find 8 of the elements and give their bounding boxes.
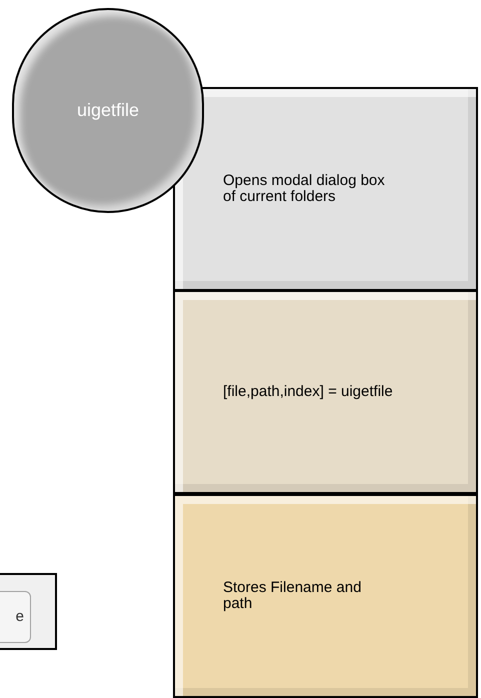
node-text: Stores Filename and path — [223, 580, 362, 612]
process-box — [173, 290, 478, 494]
node-text: [file,path,index] = uigetfile — [223, 384, 393, 400]
process-box — [173, 87, 478, 291]
node-label: uigetfile — [76, 99, 140, 122]
node-text: Opens modal dialog box of current folders — [223, 173, 386, 205]
process-box — [173, 494, 478, 698]
push-button: e — [0, 591, 31, 643]
